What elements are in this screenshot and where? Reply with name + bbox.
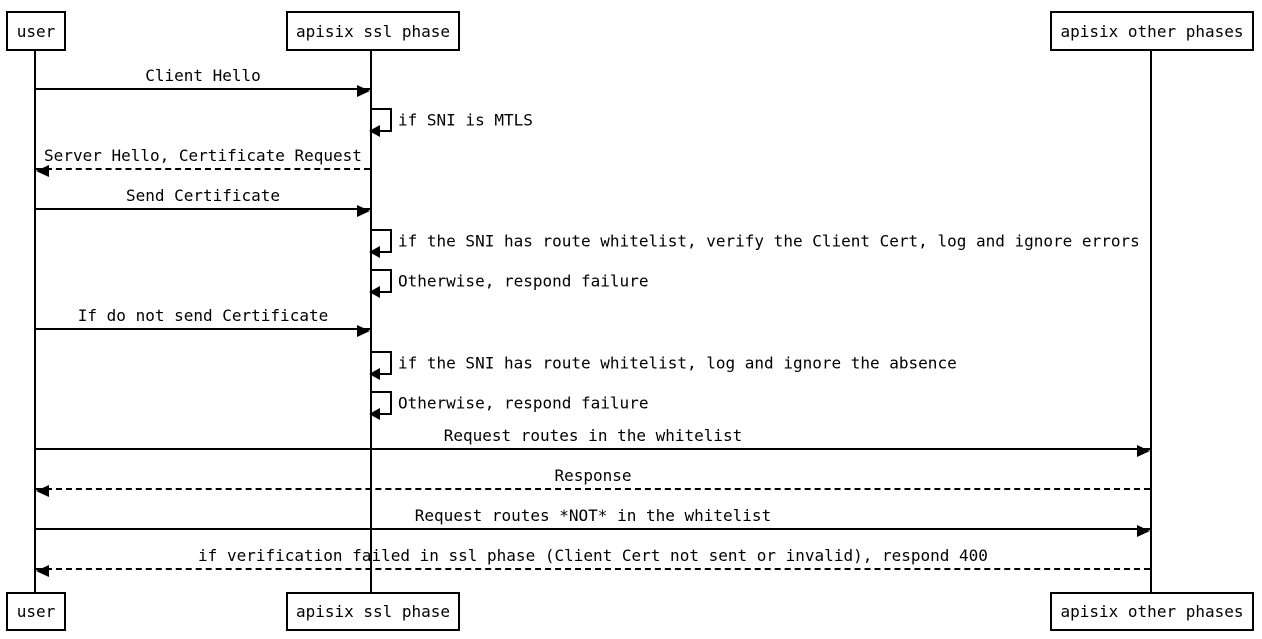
message-request-routes-not-in-whitelist: Request routes *NOT* in the whitelist <box>36 506 1150 537</box>
arrowhead-right-icon <box>1137 525 1150 537</box>
lifeline-user <box>34 51 36 592</box>
message-line <box>36 568 1150 570</box>
message-server-hello-certificate-request: Server Hello, Certificate Request <box>36 146 370 177</box>
message-label: Server Hello, Certificate Request <box>44 146 362 165</box>
message-line <box>36 448 1150 450</box>
actor-box-apisix-ssl-phase-bottom: apisix ssl phase <box>286 592 460 631</box>
selfloop-respond-failure-1: Otherwise, respond failure <box>369 269 648 298</box>
message-line <box>36 488 1150 490</box>
selfloop-label: if the SNI has route whitelist, verify t… <box>398 231 1140 251</box>
selfloop-label: if the SNI has route whitelist, log and … <box>398 353 957 373</box>
message-line <box>36 208 370 210</box>
message-request-routes-in-whitelist: Request routes in the whitelist <box>36 426 1150 457</box>
message-label: Request routes *NOT* in the whitelist <box>414 506 772 525</box>
selfloop-label: Otherwise, respond failure <box>398 393 649 413</box>
arrowhead-left-icon <box>36 165 49 177</box>
message-response: Response <box>36 466 1150 497</box>
actor-label: apisix ssl phase <box>295 602 451 621</box>
selfloop-log-ignore-absence: if the SNI has route whitelist, log and … <box>369 351 957 380</box>
arrowhead-left-icon <box>36 485 49 497</box>
message-line <box>36 88 370 90</box>
message-label: Send Certificate <box>125 186 281 205</box>
selfloop-verify-client-cert: if the SNI has route whitelist, verify t… <box>369 229 1140 258</box>
message-label: If do not send Certificate <box>77 306 329 325</box>
arrowhead-right-icon <box>1137 445 1150 457</box>
arrowhead-left-icon <box>369 368 380 380</box>
actor-label: apisix other phases <box>1060 21 1244 41</box>
message-client-hello: Client Hello <box>36 66 370 97</box>
message-label: Request routes in the whitelist <box>443 426 743 445</box>
selfloop-respond-failure-2: Otherwise, respond failure <box>369 391 648 420</box>
actor-box-user-bottom: user <box>6 592 66 631</box>
message-label: Client Hello <box>145 66 261 85</box>
message-label: if verification failed in ssl phase (Cli… <box>198 546 988 565</box>
message-label: Response <box>554 466 632 485</box>
arrowhead-left-icon <box>369 125 380 137</box>
selfloop-sni-is-mtls: if SNI is MTLS <box>369 108 533 137</box>
message-if-do-not-send-certificate: If do not send Certificate <box>36 306 370 337</box>
lifeline-apisix-other-phases <box>1150 51 1152 592</box>
arrowhead-right-icon <box>357 205 370 217</box>
actor-label: apisix other phases <box>1060 602 1244 621</box>
actor-box-apisix-other-phases-top: apisix other phases <box>1050 11 1254 51</box>
actor-box-apisix-ssl-phase-top: apisix ssl phase <box>286 11 460 51</box>
arrowhead-left-icon <box>369 408 380 420</box>
arrowhead-left-icon <box>369 286 380 298</box>
message-send-certificate: Send Certificate <box>36 186 370 217</box>
message-verification-failed-respond-400: if verification failed in ssl phase (Cli… <box>36 546 1150 577</box>
message-line <box>36 168 370 170</box>
actor-label: user <box>16 21 56 41</box>
selfloop-label: Otherwise, respond failure <box>398 271 649 291</box>
message-line <box>36 328 370 330</box>
arrowhead-left-icon <box>36 565 49 577</box>
actor-box-apisix-other-phases-bottom: apisix other phases <box>1050 592 1254 631</box>
actor-label: user <box>16 602 56 621</box>
actor-label: apisix ssl phase <box>295 21 451 41</box>
arrowhead-right-icon <box>357 325 370 337</box>
selfloop-label: if SNI is MTLS <box>398 110 533 130</box>
arrowhead-left-icon <box>369 246 380 258</box>
arrowhead-right-icon <box>357 85 370 97</box>
lifeline-apisix-ssl-phase <box>370 51 372 592</box>
actor-box-user-top: user <box>6 11 66 51</box>
message-line <box>36 528 1150 530</box>
